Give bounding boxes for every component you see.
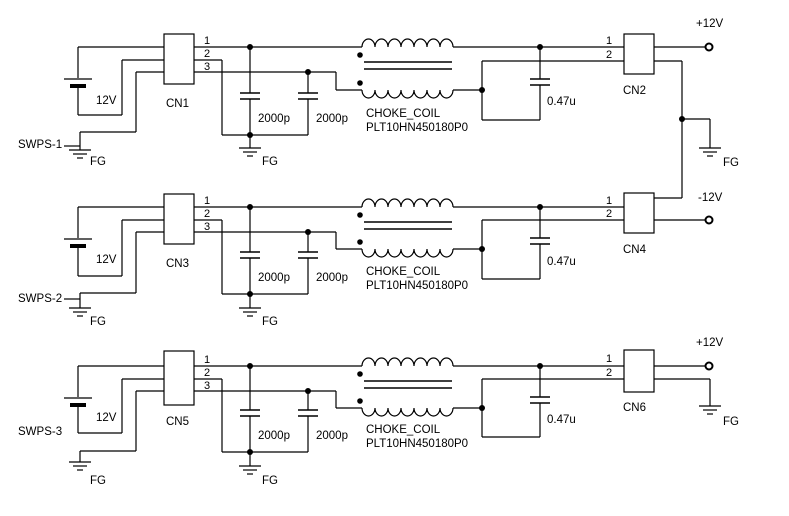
pin-label: 3 (204, 380, 210, 392)
cap-label-3b: 2000p (316, 430, 348, 442)
out-cap-label-3: 0.47u (547, 414, 576, 426)
connector-label-cn1: CN1 (166, 98, 189, 110)
battery-2 (64, 206, 164, 317)
cap-label-2b: 2000p (316, 272, 348, 284)
output-terminal-3 (704, 361, 714, 371)
capacitor-047u-3 (530, 363, 550, 437)
capacitor-2000p-3a (240, 363, 260, 466)
pin-label: 2 (204, 48, 210, 60)
out-cap-label-1: 0.47u (547, 96, 576, 108)
fg-label-3c: FG (723, 416, 739, 428)
pin-label: 1 (204, 35, 210, 47)
battery-label-2: 12V (96, 254, 117, 266)
battery-1 (64, 46, 164, 159)
pin-label: 1 (606, 353, 612, 365)
output-terminal-1 (704, 42, 714, 52)
output-voltage-2: -12V (698, 192, 723, 204)
pin-label: 2 (606, 49, 612, 61)
connector-cn6 (623, 349, 655, 393)
stage-1: 12V SWPS-1 FG CN1 1 2 3 (18, 18, 724, 168)
cap-label-1a: 2000p (258, 113, 290, 125)
battery-3 (64, 365, 164, 471)
fg-label-3b: FG (262, 475, 278, 487)
choke-coil-2 (357, 198, 454, 258)
pin-label: 3 (204, 61, 210, 73)
connector-label-cn6: CN6 (623, 402, 646, 414)
connector-label-cn2: CN2 (623, 85, 646, 97)
connector-cn2 (623, 33, 655, 75)
choke-coil-3 (357, 357, 454, 417)
supply-label-1: SWPS-1 (18, 139, 62, 151)
cross-link: FG (654, 60, 739, 199)
pin-label: 1 (204, 354, 210, 366)
coil-name-1: CHOKE_COIL (366, 108, 441, 120)
connector-label-cn5: CN5 (166, 416, 189, 428)
pin-label: 2 (204, 367, 210, 379)
connector-cn1 (163, 33, 195, 85)
fg-label-1b: FG (262, 156, 278, 168)
coil-part-1: PLT10HN450180P0 (366, 122, 468, 134)
pin-label: 1 (606, 195, 612, 207)
fg-label-1a: FG (90, 156, 106, 168)
cap-label-3a: 2000p (258, 430, 290, 442)
coil-name-2: CHOKE_COIL (366, 266, 441, 278)
fg-label-mid-right: FG (723, 157, 739, 169)
capacitor-2000p-1a (240, 44, 260, 148)
connector-cn4 (623, 192, 655, 234)
pin-label: 2 (204, 208, 210, 220)
choke-coil-1 (357, 38, 454, 99)
coil-name-3: CHOKE_COIL (366, 424, 441, 436)
battery-label-1: 12V (96, 95, 117, 107)
coil-part-2: PLT10HN450180P0 (366, 280, 468, 292)
capacitor-047u-2 (530, 204, 550, 279)
capacitor-2000p-2b (298, 229, 318, 294)
stage-3: 12V SWPS-3 FG CN5 1 2 3 2000p (18, 337, 739, 487)
coil-part-3: PLT10HN450180P0 (366, 438, 468, 450)
pin-label: 1 (606, 35, 612, 47)
capacitor-2000p-3b (298, 388, 318, 452)
connector-cn3 (163, 193, 195, 245)
fg-label-3a: FG (90, 475, 106, 487)
pin-label: 1 (204, 195, 210, 207)
cap-label-1b: 2000p (316, 113, 348, 125)
capacitor-047u-1 (530, 44, 550, 120)
fg-label-2b: FG (262, 316, 278, 328)
cap-label-2a: 2000p (258, 272, 290, 284)
output-voltage-1: +12V (696, 18, 724, 30)
battery-label-3: 12V (96, 412, 117, 424)
supply-label-3: SWPS-3 (18, 426, 62, 438)
output-voltage-3: +12V (696, 337, 724, 349)
fg-label-2a: FG (90, 316, 106, 328)
out-cap-label-2: 0.47u (547, 256, 576, 268)
output-terminal-2 (704, 215, 714, 225)
capacitor-2000p-1b (298, 69, 318, 135)
pin-label: 2 (606, 208, 612, 220)
connector-cn5 (163, 350, 195, 406)
supply-label-2: SWPS-2 (18, 293, 62, 305)
connector-label-cn3: CN3 (166, 258, 189, 270)
pin-label: 2 (606, 367, 612, 379)
pin-label: 3 (204, 221, 210, 233)
connector-label-cn4: CN4 (623, 244, 647, 256)
capacitor-2000p-2a (240, 204, 260, 308)
stage-2: 12V SWPS-2 FG CN3 1 2 3 2000p (18, 192, 723, 328)
